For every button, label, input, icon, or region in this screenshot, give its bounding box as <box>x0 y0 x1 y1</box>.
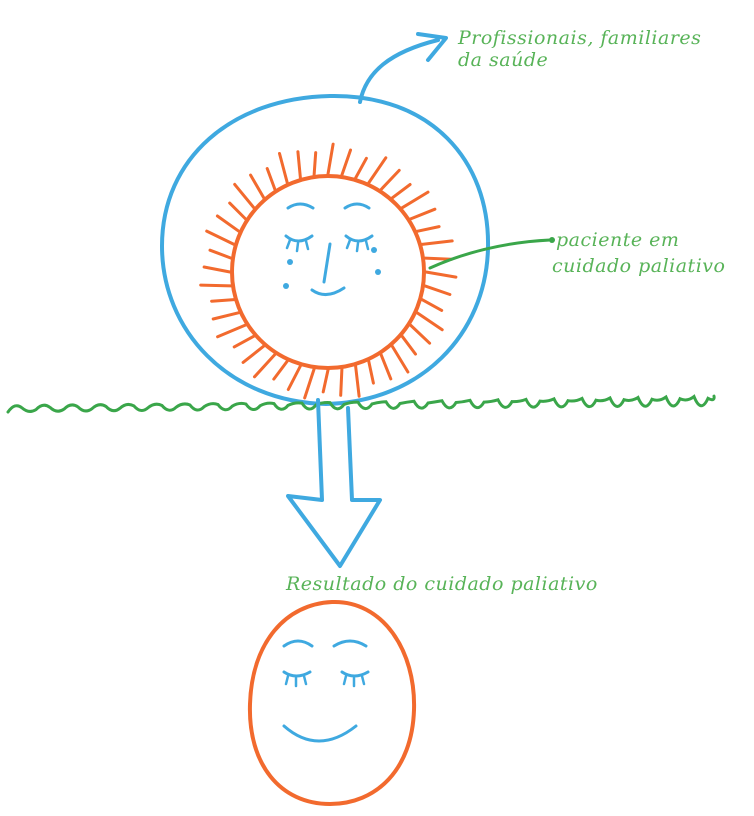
sun-ray <box>425 258 451 259</box>
sun-ray <box>243 346 264 362</box>
patient-label-line1: paciente em <box>556 229 679 251</box>
sun-ray <box>230 203 246 219</box>
sun-ray <box>381 170 399 189</box>
sun-ray <box>314 153 316 175</box>
professionals-label-line2: da saúde <box>458 49 548 71</box>
sun-ray <box>280 154 288 183</box>
sun-ray <box>410 325 429 343</box>
label-result: Resultado do cuidado paliativo <box>285 573 598 595</box>
sun-ray <box>328 144 333 174</box>
sun-ray <box>323 370 328 392</box>
down-arrow <box>288 400 380 566</box>
sun-ray <box>305 369 314 398</box>
smiling-face-icon <box>250 602 414 804</box>
professionals-arrow <box>360 34 446 102</box>
sun-ray <box>235 184 254 207</box>
sun-ray <box>341 369 342 395</box>
sun-ray <box>218 325 246 337</box>
label-professionals: Profissionais, familiares da saúde <box>457 27 701 71</box>
sun-ray <box>422 300 442 311</box>
sun-ray <box>369 361 374 383</box>
sun-ray <box>204 267 230 272</box>
sun-ray <box>207 231 234 244</box>
sun-ray <box>417 313 442 330</box>
sun-ray <box>234 336 254 347</box>
sun-ray <box>210 250 231 258</box>
sun-ray <box>402 192 428 208</box>
sun-ray <box>274 361 288 379</box>
sun-ray <box>217 216 239 231</box>
sun-ray <box>422 241 452 245</box>
sun-ray <box>392 346 408 372</box>
sun-face-icon <box>201 144 456 398</box>
sun-ray <box>426 272 456 277</box>
sun-ray <box>255 354 276 376</box>
result-label: Resultado do cuidado paliativo <box>285 573 598 595</box>
sun-ray <box>392 185 410 198</box>
sun-ray <box>417 227 439 232</box>
sun-ray <box>298 152 301 178</box>
sun-ray <box>425 286 450 295</box>
sun-ray <box>410 209 435 219</box>
sun-ray <box>342 150 351 175</box>
label-patient: paciente em cuidado paliativo <box>552 229 725 277</box>
sun-ray <box>201 285 231 286</box>
sun-ray <box>288 366 300 390</box>
sun-ray <box>212 300 234 302</box>
sun-ray <box>251 175 264 198</box>
sun-ray <box>381 354 391 379</box>
patient-label-line2: cuidado paliativo <box>552 255 725 277</box>
sun-ray <box>356 158 367 178</box>
sun-ray <box>213 313 239 319</box>
sun-ray <box>402 336 415 354</box>
sun-ray <box>369 158 386 183</box>
sun-ray <box>267 169 275 190</box>
sun-ray <box>356 366 360 396</box>
professionals-label-line1: Profissionais, familiares <box>457 27 701 49</box>
